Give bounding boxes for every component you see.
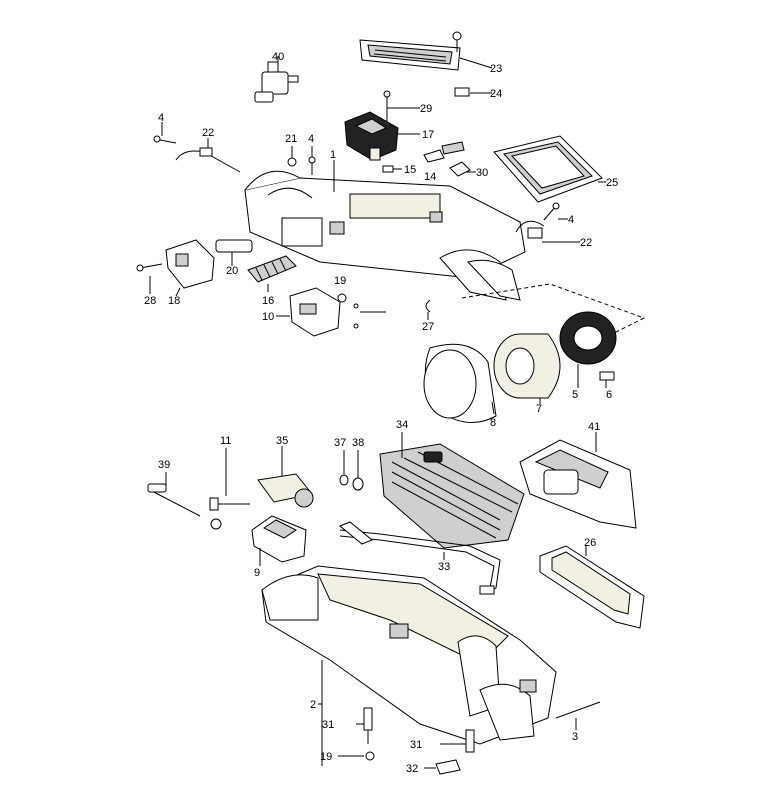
part-30-bracket <box>449 161 476 177</box>
callout-6: 6 <box>606 389 612 401</box>
assembly-guide-line <box>461 283 646 343</box>
callout-4b: 4 <box>308 133 314 145</box>
part-39-sensor-cable <box>147 472 201 517</box>
callout-4a: 4 <box>158 112 164 124</box>
part-11-bolt <box>209 448 250 530</box>
callout-4c: 4 <box>568 214 574 226</box>
callout-25: 25 <box>606 177 618 189</box>
callout-19b: 19 <box>320 751 332 763</box>
part-6-clip <box>599 371 615 388</box>
callout-26: 26 <box>584 537 596 549</box>
part-19-nut-lower <box>338 751 375 761</box>
callout-32: 32 <box>406 763 418 775</box>
callout-18: 18 <box>168 295 180 307</box>
part-38-oring <box>352 450 364 491</box>
callout-31b: 31 <box>410 739 422 751</box>
part-41-control-unit <box>519 432 637 529</box>
callout-39: 39 <box>158 459 170 471</box>
callout-28: 28 <box>144 295 156 307</box>
part-25-gasket-frame <box>493 135 606 203</box>
callout-20: 20 <box>226 265 238 277</box>
part-29-screw <box>383 90 420 122</box>
callout-33: 33 <box>438 561 450 573</box>
part-7-filter-drum <box>493 333 561 404</box>
callout-16: 16 <box>262 295 274 307</box>
callout-38: 38 <box>352 437 364 449</box>
callout-5: 5 <box>572 389 578 401</box>
part-28-screw <box>136 263 163 294</box>
callout-8: 8 <box>490 417 496 429</box>
part-31-connector-left <box>356 707 373 744</box>
callout-9: 9 <box>254 567 260 579</box>
part-10-servo-motor <box>276 287 386 337</box>
part-9-flap-housing <box>251 515 307 566</box>
callout-37: 37 <box>334 437 346 449</box>
part-15-clip <box>382 165 402 173</box>
callout-1: 1 <box>330 149 336 161</box>
part-19-nut-upper <box>337 293 347 303</box>
part-20-connector <box>215 239 253 266</box>
callout-34: 34 <box>396 419 408 431</box>
part-22-cable-left <box>175 138 241 173</box>
part-37-oring <box>339 450 349 486</box>
part-33-pipe <box>339 521 501 595</box>
callout-30: 30 <box>476 167 488 179</box>
callout-41: 41 <box>588 421 600 433</box>
callout-2: 2 <box>310 699 316 711</box>
callout-22a: 22 <box>202 127 214 139</box>
part-31-connector-right <box>440 729 475 753</box>
callout-7: 7 <box>536 403 542 415</box>
part-1-upper-housing <box>244 160 526 301</box>
part-4-screw-left <box>153 122 177 144</box>
part-23-cover-panel <box>359 31 493 71</box>
part-26-gasket-plate <box>539 545 645 629</box>
part-4-screw-mid <box>308 146 316 175</box>
callout-35: 35 <box>276 435 288 447</box>
part-32-clip <box>424 759 461 775</box>
callout-40: 40 <box>272 51 284 63</box>
callout-29: 29 <box>420 103 432 115</box>
callout-23: 23 <box>490 63 502 75</box>
part-5-blower-wheel <box>559 311 617 388</box>
part-18-actuator <box>165 239 215 297</box>
callout-3: 3 <box>572 731 578 743</box>
part-16-corrugated-hose <box>247 255 297 292</box>
part-21-grommet <box>287 146 297 167</box>
part-2-lower-housing <box>261 565 557 766</box>
callout-24: 24 <box>490 88 502 100</box>
part-4-screw-right <box>543 202 568 221</box>
part-40-valve <box>254 56 299 103</box>
callout-31a: 31 <box>322 719 334 731</box>
part-22-cable-right <box>515 220 580 243</box>
callout-14: 14 <box>424 171 436 183</box>
part-14-flap <box>423 141 465 163</box>
part-27-clip <box>425 299 431 320</box>
part-8-blower-shroud <box>423 343 497 423</box>
part-3-trim-strip <box>555 701 601 730</box>
callout-27: 27 <box>422 321 434 333</box>
part-24-clip <box>454 87 492 97</box>
part-17-housing-block <box>344 111 420 161</box>
callout-21: 21 <box>285 133 297 145</box>
callout-11: 11 <box>220 435 231 447</box>
callout-10: 10 <box>262 311 274 323</box>
callout-17: 17 <box>422 129 434 141</box>
callout-19a: 19 <box>334 275 346 287</box>
part-34-evaporator <box>379 432 525 549</box>
callout-22b: 22 <box>580 237 592 249</box>
callout-15: 15 <box>404 164 416 176</box>
part-35-resistor-block <box>257 446 314 508</box>
